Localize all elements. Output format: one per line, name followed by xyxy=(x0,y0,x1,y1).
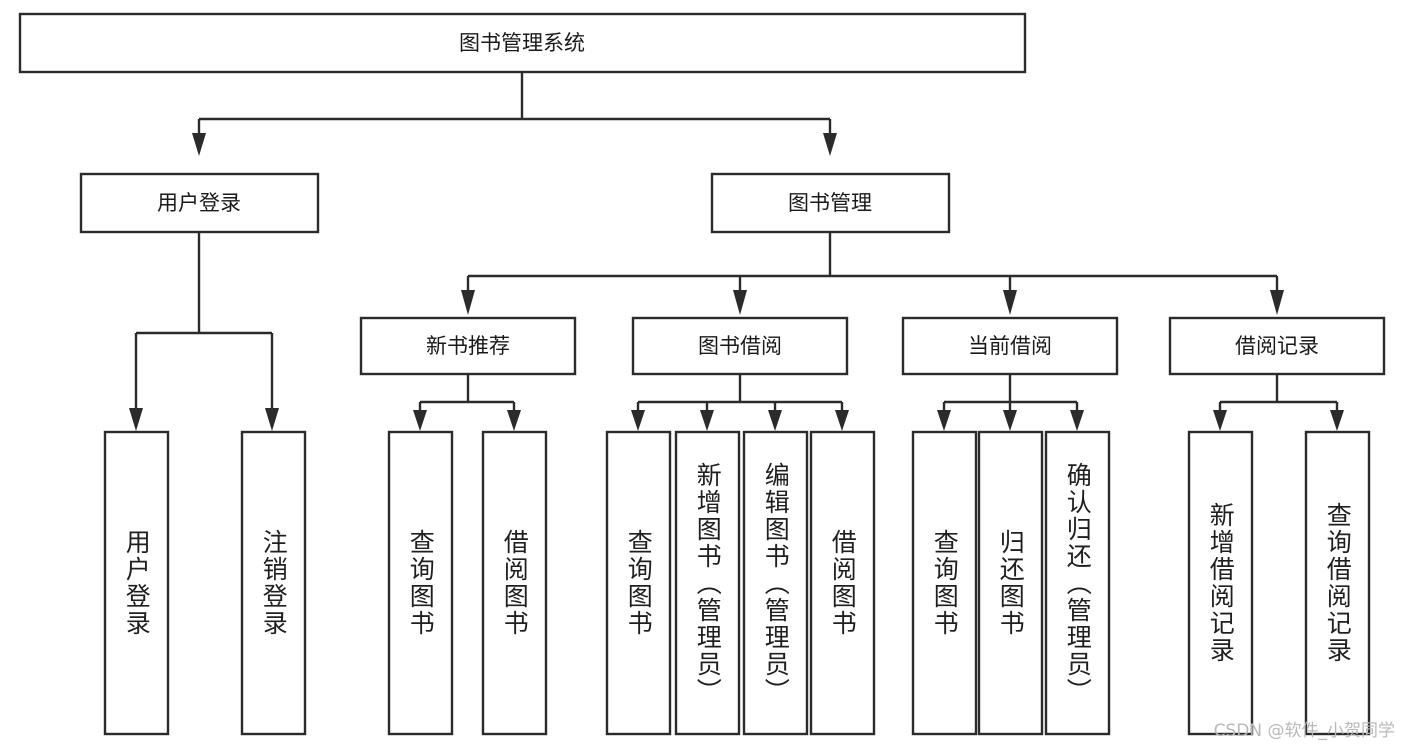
node-leaf-borrow-book-1[interactable] xyxy=(481,430,548,736)
arrow-to-leaf-logout-login xyxy=(265,408,279,431)
horizontal-label-group: 图书管理系统 用户登录 图书管理 新书推荐 图书借阅 当前借阅 借阅记录 xyxy=(157,31,1319,358)
node-leaf-add-book[interactable] xyxy=(674,430,741,736)
node-leaf-edit-book[interactable] xyxy=(742,430,809,736)
node-user-login[interactable] xyxy=(79,172,320,234)
label-user-login: 用户登录 xyxy=(157,191,241,215)
node-book-borrow[interactable] xyxy=(631,316,849,376)
arrow-to-user-login xyxy=(192,133,206,156)
connector-group xyxy=(129,73,1344,431)
label-new-book-recommend: 新书推荐 xyxy=(426,334,510,358)
node-group xyxy=(18,12,1386,736)
node-current-borrow[interactable] xyxy=(901,316,1119,376)
watermark: CSDN @软件_小贺同学 xyxy=(1213,721,1395,741)
arrow-to-book-borrow xyxy=(733,290,747,315)
node-leaf-borrow-book-2[interactable] xyxy=(809,430,876,736)
arrow-to-leaf-add-record xyxy=(1213,410,1227,431)
arrow-to-leaf-query-book-3 xyxy=(937,410,951,431)
node-leaf-confirm-return[interactable] xyxy=(1044,430,1111,736)
arrow-to-leaf-confirm-return xyxy=(1070,410,1084,431)
node-leaf-query-record[interactable] xyxy=(1304,430,1371,736)
node-leaf-query-book-3[interactable] xyxy=(911,430,978,736)
node-leaf-add-record[interactable] xyxy=(1187,430,1254,736)
node-leaf-return-book[interactable] xyxy=(977,430,1044,736)
arrow-to-leaf-borrow-book-1 xyxy=(507,410,521,431)
node-leaf-user-login[interactable] xyxy=(103,430,170,736)
arrow-to-leaf-query-book-2 xyxy=(631,410,645,431)
node-leaf-query-book-2[interactable] xyxy=(605,430,672,736)
arrow-to-leaf-query-record xyxy=(1330,410,1344,431)
label-root: 图书管理系统 xyxy=(459,31,585,55)
label-borrow-record: 借阅记录 xyxy=(1235,334,1319,358)
arrow-to-leaf-return-book xyxy=(1003,410,1017,431)
node-new-book-recommend[interactable] xyxy=(359,316,577,376)
arrow-to-leaf-add-book xyxy=(700,410,714,431)
node-root[interactable] xyxy=(18,12,1027,74)
node-borrow-record[interactable] xyxy=(1168,316,1386,376)
node-book-manage[interactable] xyxy=(710,172,951,234)
arrow-to-leaf-borrow-book-2 xyxy=(835,410,849,431)
arrow-to-current-borrow xyxy=(1003,290,1017,315)
arrow-to-leaf-user-login xyxy=(129,408,143,431)
node-leaf-logout-login[interactable] xyxy=(240,430,307,736)
node-leaf-query-book-1[interactable] xyxy=(387,430,454,736)
arrow-to-leaf-query-book-1 xyxy=(413,410,427,431)
arrow-to-book-manage xyxy=(823,133,837,156)
arrow-to-new-book-recommend xyxy=(461,290,475,315)
label-book-manage: 图书管理 xyxy=(788,191,872,215)
label-current-borrow: 当前借阅 xyxy=(968,334,1052,358)
arrow-to-borrow-record xyxy=(1270,290,1284,315)
arrow-to-leaf-edit-book xyxy=(768,410,782,431)
label-book-borrow: 图书借阅 xyxy=(698,334,782,358)
